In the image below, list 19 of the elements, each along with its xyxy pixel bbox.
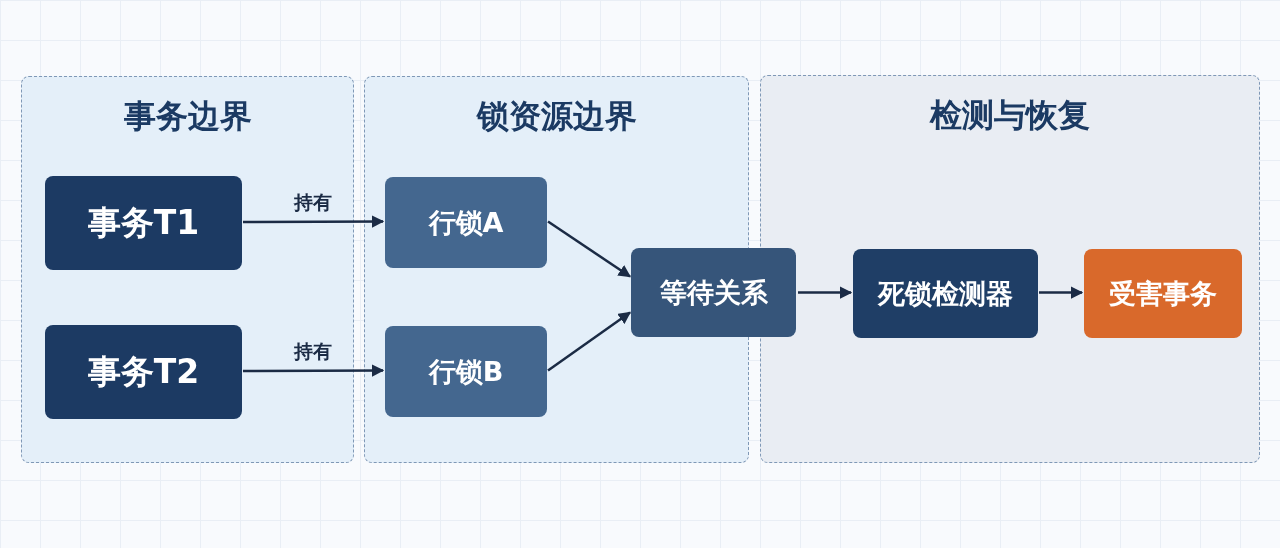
arrow	[547, 311, 631, 372]
process-box: 行锁A	[385, 177, 547, 268]
arrow	[243, 364, 385, 377]
process-box: 死锁检测器	[853, 249, 1038, 338]
process-box: 行锁B	[385, 326, 547, 417]
edge-label: 持有	[294, 338, 332, 364]
arrow	[798, 286, 853, 299]
panel-heading: 检测与恢复	[930, 95, 1090, 136]
arrow	[547, 220, 632, 278]
boundary-panel	[21, 76, 354, 463]
panel-heading: 事务边界	[123, 96, 252, 137]
arrow	[1039, 286, 1084, 299]
arrow	[243, 215, 385, 228]
process-box: 等待关系	[631, 248, 796, 337]
process-box: 事务T2	[45, 325, 242, 419]
process-box: 受害事务	[1084, 249, 1242, 338]
process-box: 事务T1	[45, 176, 242, 270]
edge-label: 持有	[294, 189, 332, 215]
panel-heading: 锁资源边界	[476, 96, 637, 137]
